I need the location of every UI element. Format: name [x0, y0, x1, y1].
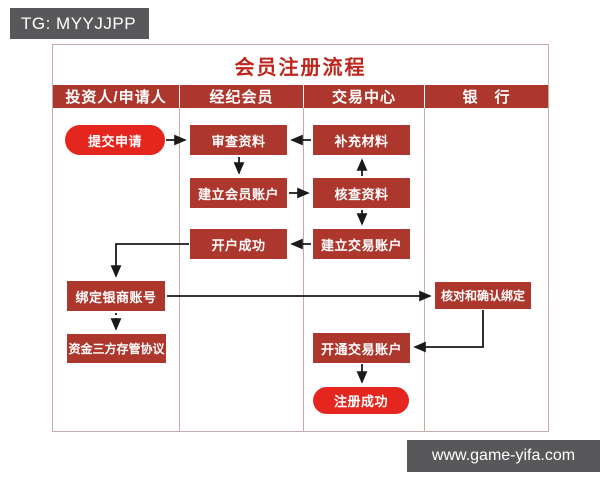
node-register-success: 注册成功 [313, 387, 409, 414]
tg-banner: TG: MYYJJPP [10, 8, 149, 39]
node-review-materials: 审查资料 [190, 125, 287, 155]
tg-banner-text: TG: MYYJJPP [21, 13, 137, 33]
lane-divider-1 [179, 108, 180, 431]
node-open-trading-account: 开通交易账户 [313, 333, 410, 363]
lane-header-row: 投资人/申请人 经纪会员 交易中心 银 行 [53, 85, 548, 108]
node-account-open-success: 开户成功 [190, 229, 287, 259]
node-fund-custody-agreement: 资金三方存管协议 [67, 334, 166, 363]
node-submit-application: 提交申请 [65, 125, 165, 155]
node-bind-bank-account: 绑定银商账号 [67, 281, 165, 311]
lane-header-broker: 经纪会员 [179, 85, 303, 108]
lane-divider-2 [303, 108, 304, 431]
lane-header-investor: 投资人/申请人 [53, 85, 179, 108]
node-verify-materials: 核查资料 [313, 178, 410, 208]
lane-header-trading-center: 交易中心 [303, 85, 424, 108]
lane-divider-3 [424, 108, 425, 431]
node-create-member-account: 建立会员账户 [190, 178, 287, 208]
lane-header-bank: 银 行 [424, 85, 548, 108]
node-supplement-materials: 补充材料 [313, 125, 410, 155]
site-banner-text: www.game-yifa.com [431, 447, 576, 464]
page-title: 会员注册流程 [234, 56, 367, 79]
flowchart-table: 会员注册流程 投资人/申请人 经纪会员 交易中心 银 行 [52, 44, 549, 432]
node-create-trading-account: 建立交易账户 [313, 229, 410, 259]
site-banner: www.game-yifa.com [407, 440, 600, 472]
node-confirm-binding: 核对和确认绑定 [435, 282, 531, 309]
